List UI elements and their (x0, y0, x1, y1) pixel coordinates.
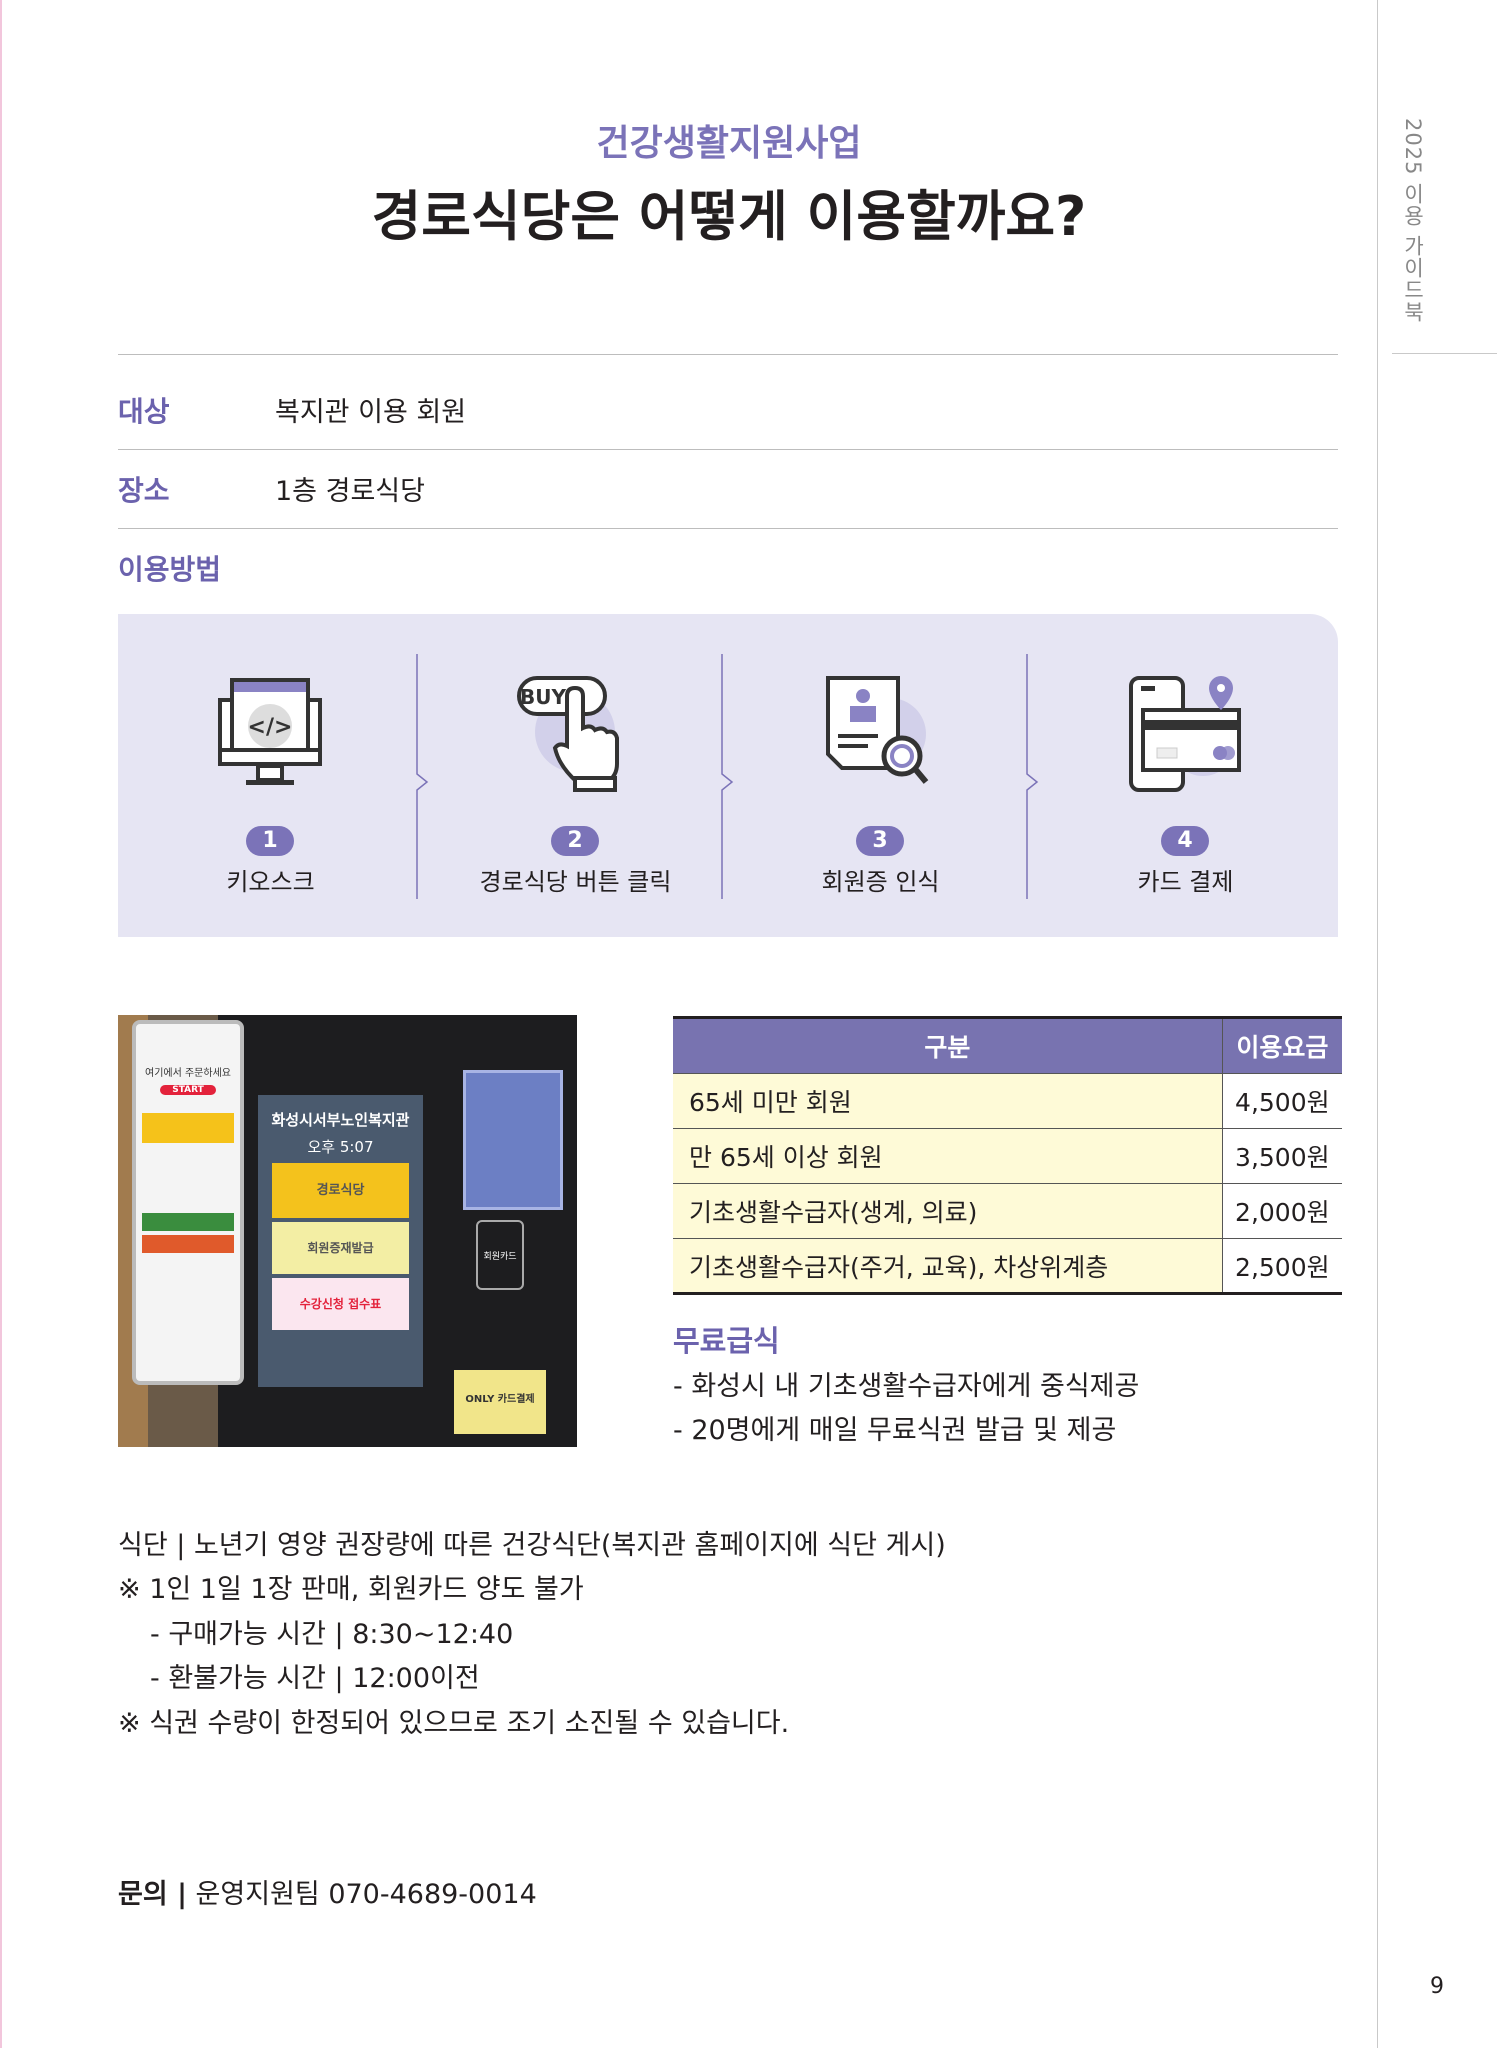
steps-panel: </> 1 키오스크 BUY 2 경로식당 버튼 클릭 3 회원증 인식 4 카… (118, 614, 1338, 937)
kiosk-btn-class: 수강신청 접수표 (272, 1278, 409, 1330)
step-label: 경로식당 버튼 클릭 (479, 868, 672, 896)
fee-cell: 2,000원 (1222, 1183, 1342, 1239)
kiosk-screen-title: 화성시서부노인복지관 (271, 1111, 410, 1129)
kiosk-guide-panel: 여기에서 주문하세요 START (132, 1020, 244, 1385)
section-subtitle: 건강생활지원사업 (596, 123, 862, 164)
free-meal-item: - 화성시 내 기초생활수급자에게 중식제공 (673, 1371, 1140, 1402)
sidebar-divider (1377, 0, 1378, 2048)
card-reader-label: 회원카드 (476, 1220, 524, 1290)
divider (118, 449, 1338, 450)
note-line: - 환불가능 시간 | 12:00이전 (150, 1663, 480, 1694)
chevron-divider (416, 654, 429, 899)
method-label: 이용방법 (118, 553, 222, 586)
note-line: ※ 식권 수량이 한정되어 있으므로 조기 소진될 수 있습니다. (118, 1708, 790, 1739)
svg-text:</>: </> (248, 715, 293, 740)
step-number-badge: 1 (246, 826, 294, 856)
category-cell: 기초생활수급자(주거, 교육), 차상위계층 (673, 1238, 1223, 1295)
col-header: 구분 (673, 1016, 1223, 1074)
divider (118, 528, 1338, 529)
target-label: 대상 (118, 395, 170, 428)
fee-cell: 3,500원 (1222, 1128, 1342, 1184)
page-number: 9 (1430, 1974, 1444, 1999)
kiosk-photo: 여기에서 주문하세요 START 화성시서부노인복지관 오후 5:07 경로식당… (118, 1015, 577, 1447)
note-line: ※ 1인 1일 1장 판매, 회원카드 양도 불가 (118, 1574, 584, 1605)
free-meal-title: 무료급식 (673, 1324, 780, 1358)
inquiry-value: 운영지원팀 070-4689-0014 (186, 1879, 537, 1910)
step-number-badge: 3 (856, 826, 904, 856)
table-row: 기초생활수급자(생계, 의료)2,000원 (673, 1183, 1342, 1239)
fee-cell: 2,500원 (1222, 1238, 1342, 1295)
divider (118, 354, 1338, 355)
id-card-scan-icon (826, 676, 929, 784)
step-1: </> 1 키오스크 (118, 614, 423, 937)
page-title: 경로식당은 어떻게 이용할까요? (371, 185, 1087, 248)
buy-text: BUY (520, 685, 566, 709)
chevron-divider (1026, 654, 1039, 899)
start-label: START (160, 1085, 216, 1095)
step-label: 회원증 인식 (821, 868, 940, 896)
step-label: 카드 결제 (1137, 868, 1234, 896)
kiosk-monitor-icon: </> (218, 678, 322, 785)
step-number-badge: 4 (1161, 826, 1209, 856)
inquiry-label: 문의 | (118, 1879, 187, 1910)
kiosk-time: 오후 5:07 (307, 1138, 374, 1156)
kiosk-btn-meal: 경로식당 (272, 1163, 409, 1218)
kiosk-btn-card: 회원증재발급 (272, 1222, 409, 1274)
step-2: BUY 2 경로식당 버튼 클릭 (423, 614, 728, 937)
card-only-sign: ONLY 카드결제 (454, 1370, 546, 1434)
guide-title: 2025 이용 가이드북 (1401, 118, 1425, 323)
note-line: 식단 | 노년기 영양 권장량에 따른 건강식단(복지관 홈페이지에 식단 게시… (118, 1530, 946, 1561)
place-value: 1층 경로식당 (275, 476, 425, 507)
inquiry: 문의 | 운영지원팀 070-4689-0014 (118, 1872, 537, 1911)
step-3: 3 회원증 인식 (728, 614, 1033, 937)
note-line: - 구매가능 시간 | 8:30~12:40 (150, 1619, 514, 1650)
free-meal-item: - 20명에게 매일 무료식권 발급 및 제공 (673, 1415, 1117, 1446)
place-label: 장소 (118, 474, 170, 507)
category-cell: 기초생활수급자(생계, 의료) (673, 1183, 1223, 1239)
page-edge-line (0, 0, 2, 2048)
category-cell: 65세 미만 회원 (673, 1073, 1223, 1129)
card-payment-icon (1129, 676, 1241, 792)
col-header: 이용요금 (1222, 1016, 1342, 1074)
step-4: 4 카드 결제 (1033, 614, 1338, 937)
kiosk-guide-text: 여기에서 주문하세요 (145, 1068, 231, 1079)
buy-button-tap-icon: BUY (517, 676, 619, 792)
chevron-divider (721, 654, 734, 899)
target-value: 복지관 이용 회원 (275, 397, 467, 428)
fee-cell: 4,500원 (1222, 1073, 1342, 1129)
kiosk-screen: 화성시서부노인복지관 오후 5:07 경로식당 회원증재발급 수강신청 접수표 (258, 1095, 423, 1387)
step-label: 키오스크 (226, 868, 315, 896)
category-cell: 만 65세 이상 회원 (673, 1128, 1223, 1184)
notice-poster (463, 1070, 563, 1210)
sidebar-rule (1392, 353, 1497, 354)
step-number-badge: 2 (551, 826, 599, 856)
